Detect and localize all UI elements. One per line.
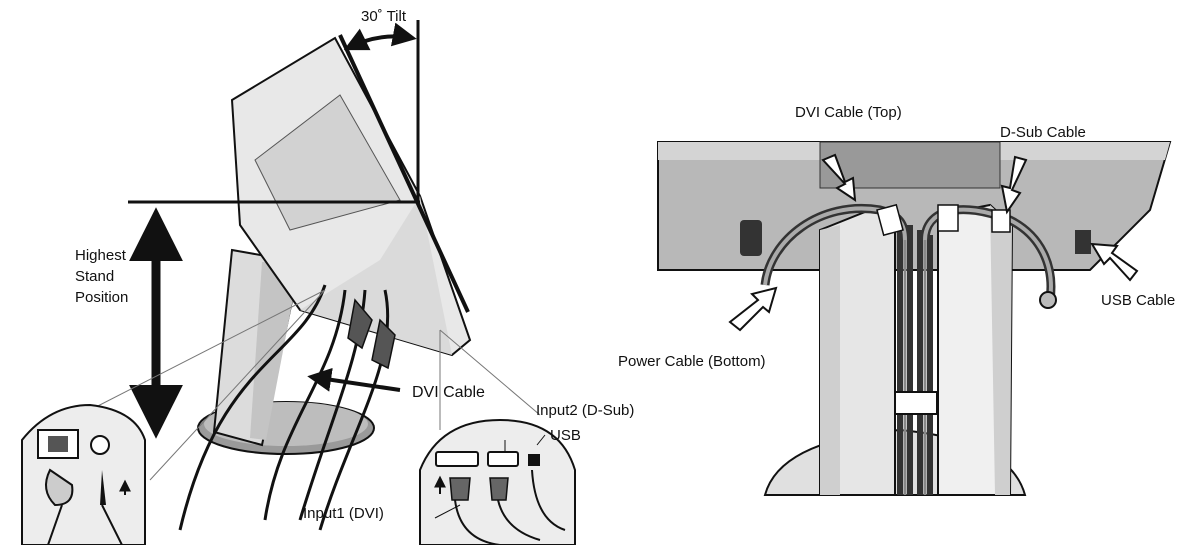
cables-in-channel	[897, 225, 933, 495]
highest-stand-position-line-1: Highest	[75, 247, 126, 264]
arrow-dsub-icon	[1000, 155, 1028, 215]
power-switch-icon	[90, 435, 110, 455]
cable-clip	[894, 391, 938, 415]
power-plug	[740, 220, 762, 256]
power-cable-bottom-label: Power Cable (Bottom)	[618, 353, 766, 370]
arrow-dvi-top-icon	[821, 153, 857, 202]
tilt-label: 30˚ Tilt	[361, 8, 407, 25]
highest-stand-position-line-3: Position	[75, 289, 129, 306]
hanging-cables	[178, 284, 390, 531]
dvi-port-icon	[435, 451, 479, 467]
highest-stand-position-label: Highest Stand Position	[75, 245, 155, 308]
dsub-port-icon	[487, 451, 519, 467]
highest-stand-position-line-2: Stand	[75, 268, 115, 285]
arrow-usb-icon	[1090, 242, 1139, 282]
right-figure	[657, 141, 1172, 496]
zoom-lines-right	[439, 329, 541, 430]
arrow-power-icon	[728, 286, 778, 332]
tilt-angled-line	[338, 34, 470, 313]
power-connector-inset	[21, 403, 146, 545]
input1-dvi-label: Input1 (DVI)	[303, 505, 384, 522]
usb-plug	[1075, 230, 1091, 254]
zoom-lines-left	[89, 289, 326, 481]
dvi-cable-arrow-icon	[307, 367, 401, 392]
callout-arrows	[728, 153, 1139, 332]
usb-port-icon	[528, 454, 540, 466]
tilt-arrow-icon	[343, 22, 417, 51]
input2-dsub-label: Input2 (D-Sub)	[536, 402, 635, 419]
usb-label: USB	[550, 427, 581, 444]
usb-cable-label: USB Cable	[1101, 292, 1176, 309]
dsub-cable-label: D-Sub Cable	[1000, 124, 1086, 141]
signal-connector-inset	[419, 418, 576, 545]
dvi-cable-top-label: DVI Cable (Top)	[795, 104, 902, 121]
dvi-cable-label: DVI Cable	[412, 384, 485, 401]
cable-end-ring	[1039, 291, 1057, 309]
left-figure	[21, 20, 576, 545]
